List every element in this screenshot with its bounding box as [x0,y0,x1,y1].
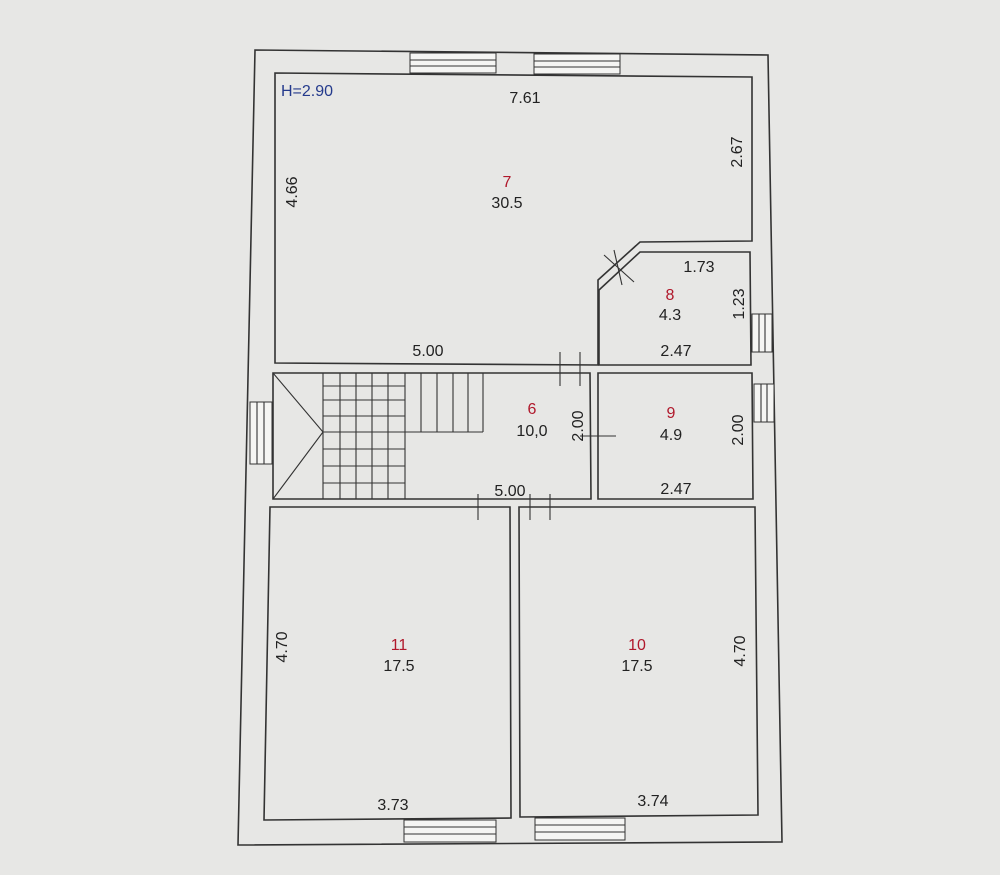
dim-room7-top: 7.61 [509,90,540,107]
dim-room10-bottom: 3.74 [637,793,668,810]
room-11-area: 17.5 [383,658,414,675]
window-left-stair [249,401,273,465]
room-11-number: 11 [391,637,408,654]
window-top-right [533,53,621,75]
window-top-left [409,52,497,74]
dim-room9-bottom: 2.47 [660,481,691,498]
door-marks [477,249,635,520]
dim-room6-right: 2.00 [570,410,587,441]
room-7-area: 30.5 [491,195,522,212]
dim-room11-left: 4.70 [274,631,291,662]
room-7-outline [274,72,753,366]
room-9-area: 4.9 [660,427,682,444]
room-6-area: 10,0 [516,423,547,440]
dim-room9-right: 2.00 [730,414,747,445]
window-right-room-9 [753,383,775,423]
dim-room8-right: 1.23 [731,288,748,319]
room-6-outline [272,372,592,500]
room-7-number: 7 [503,174,512,191]
window-bottom-right [534,817,626,841]
room-10-outline [518,506,759,818]
dim-room7-right: 2.67 [729,136,746,167]
room-6-number: 6 [528,401,537,418]
dim-room11-bottom: 3.73 [377,797,408,814]
ceiling-height-label: H=2.90 [281,83,333,100]
room-8-number: 8 [666,287,675,304]
dim-room8-bottom: 2.47 [660,343,691,360]
room-9-outline [597,372,754,500]
dim-room10-right: 4.70 [732,635,749,666]
room-9-number: 9 [667,405,676,422]
dim-room7-left: 4.66 [284,176,301,207]
room-8-area: 4.3 [659,307,681,324]
outer-wall [237,49,783,846]
room-10-area: 17.5 [621,658,652,675]
room-10-number: 10 [628,637,646,654]
staircase [272,372,484,500]
dim-room8-top: 1.73 [683,259,714,276]
dim-room7-bottom: 5.00 [412,343,443,360]
dim-room6-bottom: 5.00 [494,483,525,500]
window-bottom-left [403,819,497,843]
room-8-outline [598,251,752,366]
room-11-outline [263,506,512,821]
window-right-room-8 [751,313,773,353]
